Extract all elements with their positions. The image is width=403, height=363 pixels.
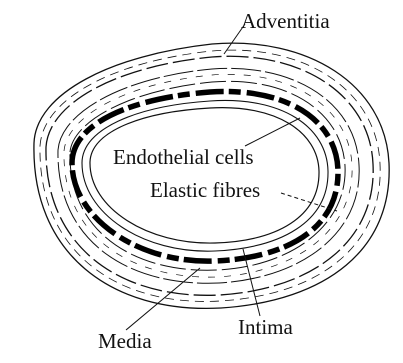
label-adventitia: Adventitia <box>241 11 330 32</box>
label-elastic-fibres: Elastic fibres <box>150 180 260 201</box>
label-intima: Intima <box>238 317 293 338</box>
label-endothelial-cells: Endothelial cells <box>113 147 254 168</box>
media-leader <box>126 268 200 330</box>
label-media: Media <box>98 331 152 352</box>
lumen <box>90 108 319 243</box>
